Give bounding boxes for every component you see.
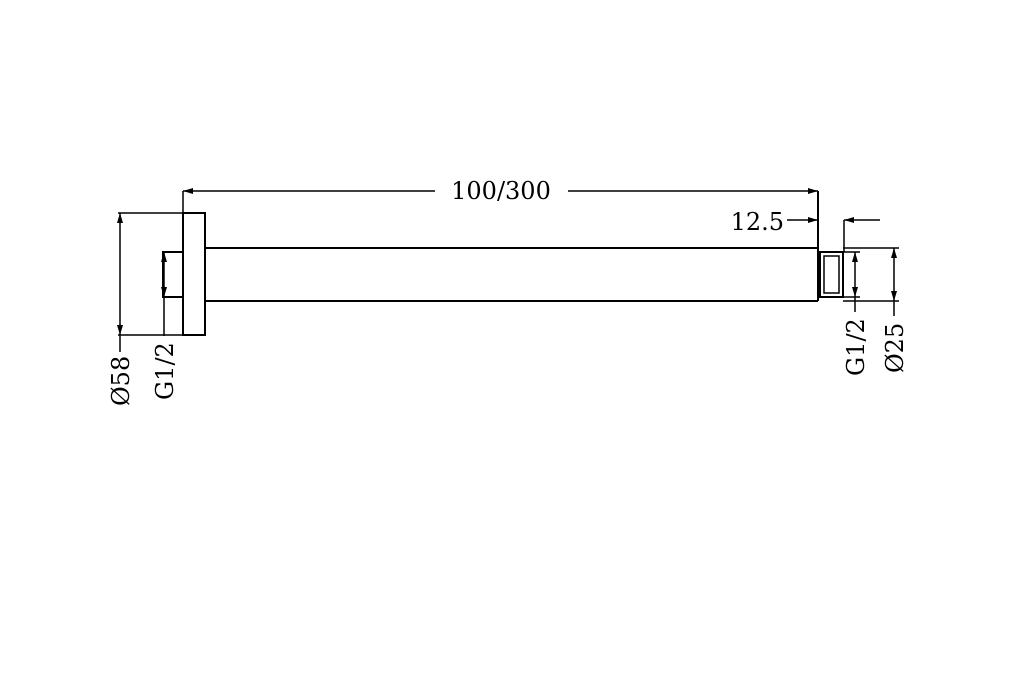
inlet-nipple [162,251,184,298]
outlet-nipple [819,251,860,298]
shower-arm-body [205,191,819,302]
arm-diameter-dimension [843,247,899,316]
wall-flange [182,212,206,336]
offset-label: 12.5 [731,208,784,236]
flange-diameter-dimension [117,212,183,352]
inlet-thread-label: G1/2 [151,342,179,400]
offset-dimension [787,217,880,252]
flange-diameter-label: Ø58 [107,356,135,406]
length-label: 100/300 [451,177,551,205]
length-dimension [182,188,818,213]
outlet-thread-label: G1/2 [842,318,870,376]
arm-diameter-label: Ø25 [881,323,909,373]
